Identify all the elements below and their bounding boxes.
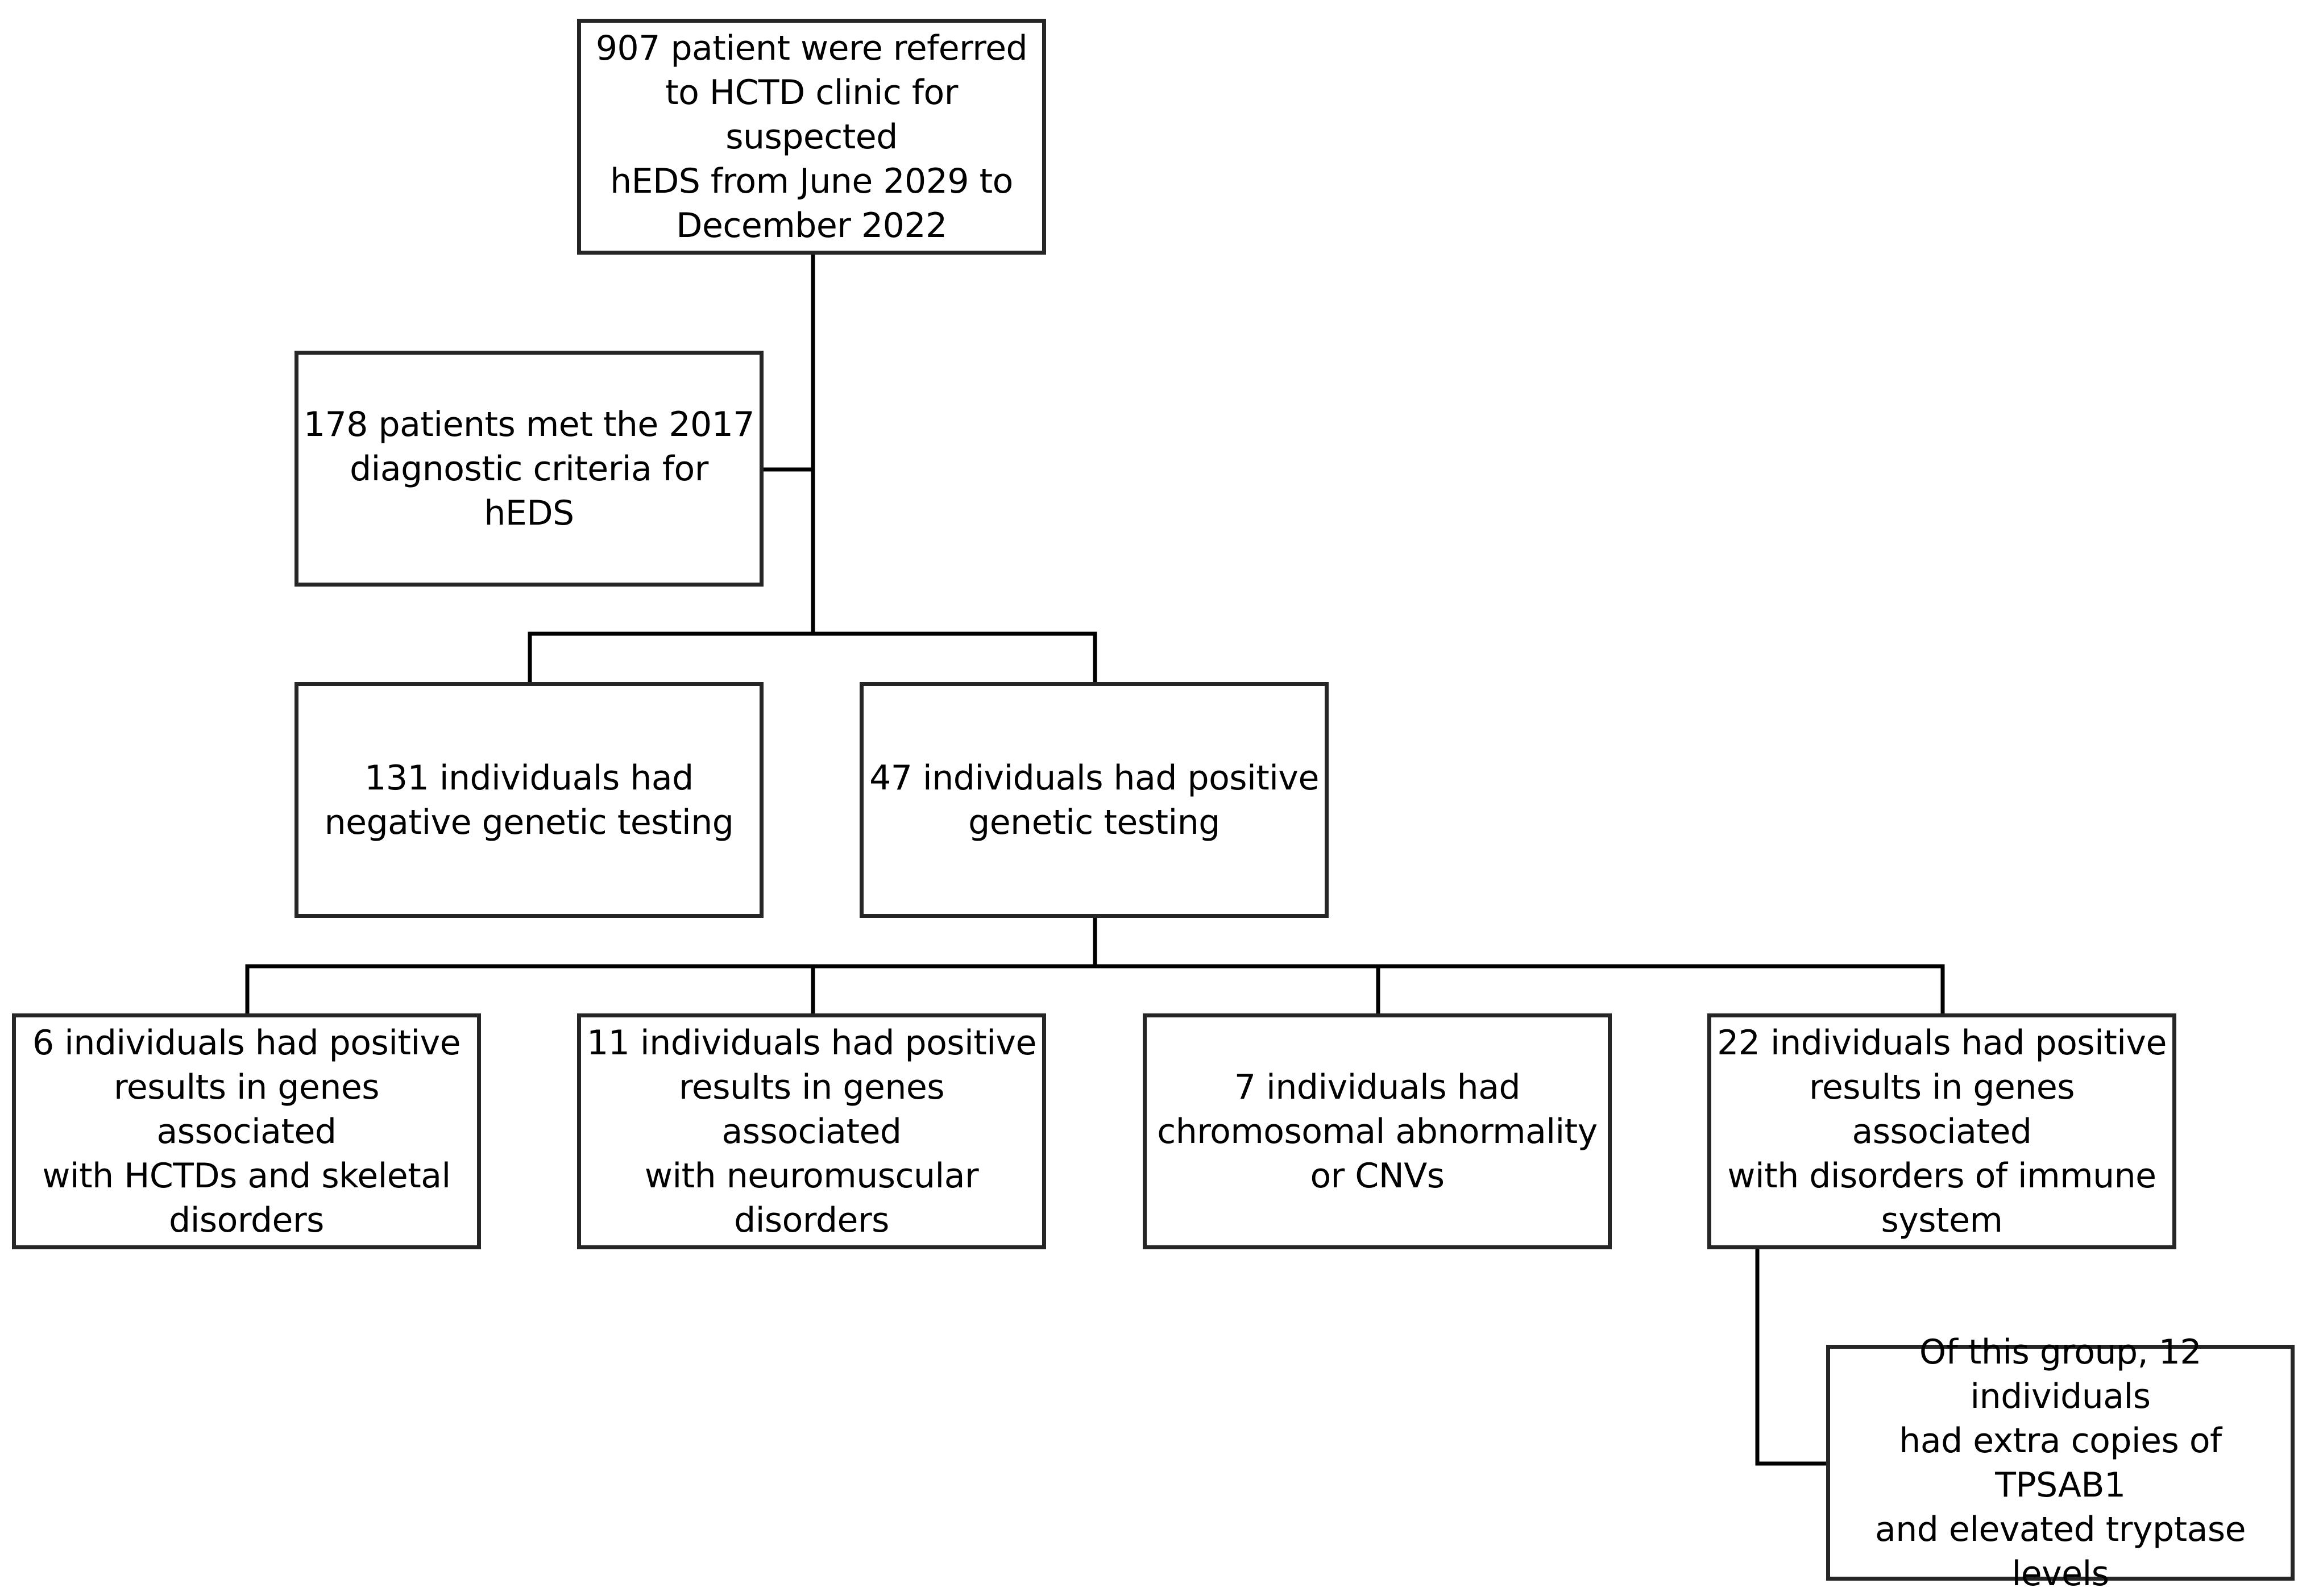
node-neuromuscular: 11 individuals had positive results in g…: [577, 1013, 1046, 1249]
node-chromosomal-text: 7 individuals had chromosomal abnormalit…: [1157, 1067, 1598, 1196]
node-hctd: 6 individuals had positive results in ge…: [12, 1013, 481, 1249]
node-negative-text: 131 individuals had negative genetic tes…: [324, 758, 734, 842]
node-positive: 47 individuals had positive genetic test…: [860, 682, 1329, 918]
node-tpsab1: Of this group, 12 individuals had extra …: [1826, 1332, 2295, 1594]
node-positive-text: 47 individuals had positive genetic test…: [869, 758, 1319, 842]
node-immune-text: 22 individuals had positive results in g…: [1717, 1023, 2167, 1240]
node-negative: 131 individuals had negative genetic tes…: [294, 682, 764, 918]
node-referred: 907 patient were referred to HCTD clinic…: [577, 19, 1046, 255]
node-criteria-text: 178 patients met the 2017 diagnostic cri…: [303, 404, 755, 533]
node-neuromuscular-text: 11 individuals had positive results in g…: [587, 1023, 1036, 1240]
node-criteria: 178 patients met the 2017 diagnostic cri…: [294, 351, 764, 587]
node-hctd-text: 6 individuals had positive results in ge…: [32, 1023, 461, 1240]
node-chromosomal: 7 individuals had chromosomal abnormalit…: [1143, 1013, 1612, 1249]
node-immune: 22 individuals had positive results in g…: [1707, 1013, 2176, 1249]
node-referred-text: 907 patient were referred to HCTD clinic…: [595, 28, 1028, 246]
edge-immune-to-tpsab1: [1755, 1247, 1831, 1466]
node-tpsab1-text: Of this group, 12 individuals had extra …: [1874, 1332, 2246, 1594]
